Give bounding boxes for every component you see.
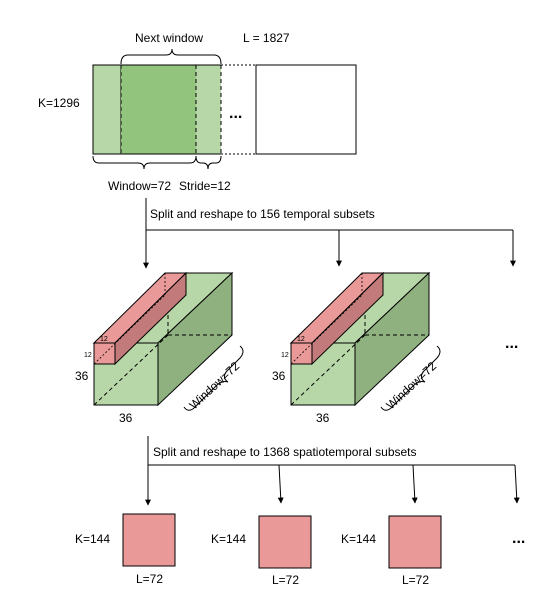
matrix-ellipsis: ... bbox=[229, 105, 242, 122]
cube-small-side-label: 12 bbox=[84, 352, 92, 359]
subset-square bbox=[122, 513, 176, 567]
step2-arrow-2 bbox=[277, 464, 284, 504]
cube-window-brace bbox=[380, 345, 441, 411]
square-l-label: L=72 bbox=[272, 573, 299, 587]
top-section: Next window L = 1827 K=1296 ... Window=7… bbox=[38, 31, 357, 193]
stride-brace bbox=[195, 155, 222, 170]
matrix-end-block bbox=[255, 64, 357, 155]
subset-square-1: K=144 L=72 bbox=[75, 513, 176, 586]
window-label: Window=72 bbox=[108, 179, 171, 193]
cube-depth-label: 36 bbox=[119, 411, 133, 425]
cube-1: 12 12 36 36 Window=72 bbox=[75, 271, 244, 425]
window-brace bbox=[92, 155, 197, 170]
k-label: K=1296 bbox=[38, 96, 80, 110]
subset-bar-front bbox=[290, 342, 313, 365]
subset-bar-front bbox=[93, 342, 116, 365]
step2-arrow-3 bbox=[411, 464, 418, 504]
subset-square bbox=[258, 515, 312, 569]
step2-split: Split and reshape to 1368 spatiotemporal… bbox=[145, 436, 520, 506]
cube-height-label: 36 bbox=[75, 369, 89, 383]
cube-2: 12 12 36 36 Window=72 bbox=[272, 271, 441, 425]
subset-square-2: K=144 L=72 bbox=[211, 515, 312, 587]
step1-caption: Split and reshape to 156 temporal subset… bbox=[150, 207, 375, 221]
length-label: L = 1827 bbox=[243, 31, 290, 45]
subset-square-3: K=144 L=72 bbox=[341, 515, 442, 587]
cube-window-brace bbox=[183, 345, 244, 411]
stride-label: Stride=12 bbox=[179, 179, 231, 193]
window-overlap-region bbox=[121, 65, 196, 154]
window-left-part bbox=[92, 64, 122, 155]
stride-region bbox=[196, 65, 221, 154]
next-window-brace bbox=[120, 48, 222, 65]
square-l-label: L=72 bbox=[136, 572, 163, 586]
next-window-label: Next window bbox=[135, 31, 203, 45]
cube-height-label: 36 bbox=[272, 369, 286, 383]
square-k-label: K=144 bbox=[341, 532, 376, 546]
cube-small-top-label: 12 bbox=[297, 336, 305, 343]
square-k-label: K=144 bbox=[75, 532, 110, 546]
cube-depth-label: 36 bbox=[316, 411, 330, 425]
step2-caption: Split and reshape to 1368 spatiotemporal… bbox=[153, 445, 417, 459]
step2-arrow-4 bbox=[513, 464, 520, 504]
subset-square bbox=[388, 515, 442, 569]
cubes-ellipsis: ... bbox=[505, 335, 518, 352]
squares-ellipsis: ... bbox=[512, 530, 525, 547]
square-k-label: K=144 bbox=[211, 532, 246, 546]
cube-small-side-label: 12 bbox=[281, 352, 289, 359]
cube-small-top-label: 12 bbox=[100, 336, 108, 343]
step1-split: Split and reshape to 156 temporal subset… bbox=[143, 198, 516, 269]
square-l-label: L=72 bbox=[402, 573, 429, 587]
